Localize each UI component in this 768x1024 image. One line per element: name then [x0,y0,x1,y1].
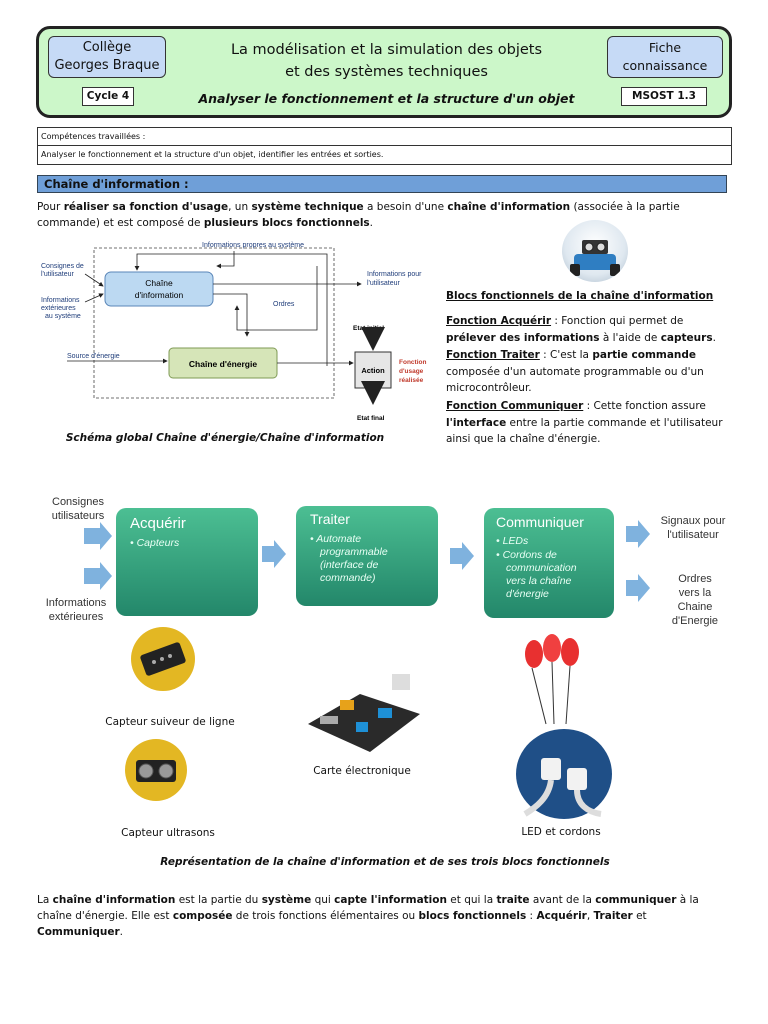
electronic-board-image [308,674,420,752]
d2-output1-line1: Signaux pour [661,515,726,527]
output-info-1: Informations pour [367,271,422,278]
competences-label: Compétences travaillées : [38,128,731,146]
communiquer-block [484,508,614,618]
d2-output2-line1: Ordres [678,573,712,585]
d2-output2-line3: Chaine [678,601,713,613]
acquerir-definition: Fonction Acquérir : Fonction qui permet … [446,315,716,344]
fiche-box: Fiche connaissance [607,36,723,78]
d2-output2-line4: d'Energie [672,615,718,627]
action-box: Action [361,366,385,375]
input-info-ext-3: au système [45,313,81,320]
fonction-usage-2: d'usage [399,368,424,375]
diagram2-caption: Représentation de la chaîne d'informatio… [160,856,610,868]
input-info-ext-2: extérieures [41,305,76,312]
d2-output2-line2: vers la [679,587,712,599]
communiquer-item5: d'énergie [506,588,549,600]
page-subtitle: Analyser le fonctionnement et la structu… [198,91,575,106]
section-title: Chaîne d'information : [37,175,727,193]
final-paragraph: La chaîne d'information est la partie du… [37,894,699,938]
output-info-2: l'utilisateur [367,280,401,287]
acquerir-block [116,508,258,616]
etat-initial-label: Etat initial [353,325,384,332]
line-sensor-image [131,627,195,691]
acquerir-item: • Capteurs [130,537,180,549]
caption-line-sensor: Capteur suiveur de ligne [105,716,235,728]
d2-arrow-in1 [84,522,112,550]
d2-arrow-mid2 [450,542,474,570]
d2-arrow-mid1 [262,540,286,568]
college-name-line1: Collège [82,40,132,55]
cables-image [516,729,612,819]
fiche-line2: connaissance [622,58,708,73]
communiquer-item2: • Cordons de [496,549,557,561]
communiquer-definition: Fonction Communiquer : Cette fonction as… [446,400,723,445]
traiter-title: Traiter [310,511,350,527]
d2-arrow-out2 [626,574,650,602]
traiter-item1: • Automate [310,533,361,545]
fonction-usage-3: réalisée [399,377,424,384]
acquerir-title: Acquérir [130,515,186,532]
d2-input1-line2: utilisateurs [52,510,105,522]
d2-arrow-in2 [84,562,112,590]
communiquer-item3: communication [506,562,577,574]
orders-label: Ordres [273,301,295,308]
d2-output1-line2: l'utilisateur [667,529,719,541]
input-consignes-1: Consignes de [41,263,84,270]
global-chain-diagram: Informations propres au système Consigne… [41,242,426,422]
traiter-item4: commande) [320,572,375,584]
d2-arrow-out1 [626,520,650,548]
traiter-item2: programmable [319,546,388,558]
etat-final-label: Etat final [357,415,385,422]
title-line1: La modélisation et la simulation des obj… [230,42,543,58]
fiche-line1: Fiche [648,40,682,55]
diagram1-caption: Schéma global Chaîne d'énergie/Chaîne d'… [65,432,385,444]
info-chain-box-2: d'information [135,290,184,300]
page-title: La modélisation et la simulation des obj… [189,39,584,83]
blocks-title: Blocs fonctionnels de la chaîne d'inform… [446,290,714,302]
leds-image [525,634,579,725]
competences-text: Analyser le fonctionnement et la structu… [41,150,384,159]
input-info-ext-1: Informations [41,297,80,304]
info-chain-box-1: Chaîne [145,278,173,288]
traiter-block [296,506,438,606]
input-consignes-2: l'utilisateur [41,271,75,278]
caption-led-cables: LED et cordons [521,826,601,838]
intro-paragraph: Pour réaliser sa fonction d'usage, un sy… [37,201,680,229]
fonction-usage-1: Fonction [399,359,426,366]
communiquer-item1: • LEDs [496,535,529,547]
cycle-badge: Cycle 4 [82,87,134,106]
competences-table: Compétences travaillées : Analyser le fo… [37,127,732,165]
communiquer-title: Communiquer [496,514,584,530]
energy-source-label: Source d'énergie [67,353,120,360]
communiquer-item4: vers la chaîne [506,575,572,587]
code-badge: MSOST 1.3 [621,87,707,106]
d2-input1-line1: Consignes [52,496,104,508]
d2-input2-line1: Informations [46,597,107,609]
caption-ultrasonic: Capteur ultrasons [121,827,215,839]
caption-board: Carte électronique [313,765,411,777]
functional-blocks-diagram: Consignes utilisateurs Informations exté… [46,496,726,627]
college-name-line2: Georges Braque [54,58,160,73]
title-line2: et des systèmes techniques [285,64,488,80]
top-info-label: Informations propres au système [202,242,304,249]
robot-image [562,220,628,282]
traiter-item3: (interface de [320,559,379,571]
energy-chain-box: Chaîne d'énergie [189,359,257,369]
d2-input2-line2: extérieures [49,611,104,623]
ultrasonic-sensor-image [125,739,187,801]
traiter-definition: Fonction Traiter : C'est la partie comma… [446,349,704,394]
